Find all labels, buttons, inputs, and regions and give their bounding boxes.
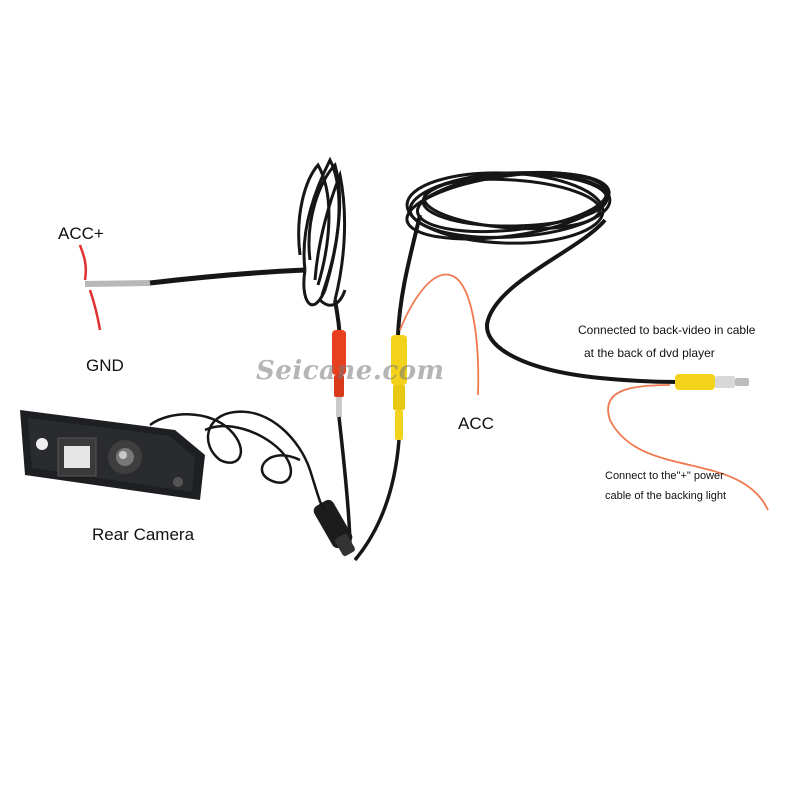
camera-cable [149,410,326,511]
yellow-rca-connector [391,335,407,440]
coil-to-yellow-cable [396,214,422,336]
power-label-line2: cable of the backing light [605,490,727,502]
gnd-wire [88,289,102,331]
rear-camera [20,410,205,500]
power-cable [149,267,306,286]
camera-cable-2 [204,424,301,484]
power-light-wire [607,384,769,511]
camera-connector [313,499,355,557]
power-cable-tip [84,280,151,287]
power-label-line1: Connect to the"+" power [605,470,724,482]
right-yellow-rca-connector [675,374,749,390]
gnd-label: GND [86,356,124,375]
rear-camera-label: Rear Camera [92,525,195,544]
yellow-rca-down-cable [353,439,401,562]
back-video-label-line2: at the back of dvd player [584,346,715,360]
watermark: Seicane.com [256,356,445,386]
red-rca-connector [332,330,346,417]
acc-wire [399,273,480,396]
coil-to-right-rca-cable [485,218,681,384]
acc-plus-label: ACC+ [58,224,104,243]
left-cable-coil [297,156,347,307]
acc-plus-wire [78,244,88,281]
right-cable-coil [405,170,612,245]
back-video-label-line1: Connected to back-video in cable [578,323,756,337]
acc-label: ACC [458,414,494,433]
